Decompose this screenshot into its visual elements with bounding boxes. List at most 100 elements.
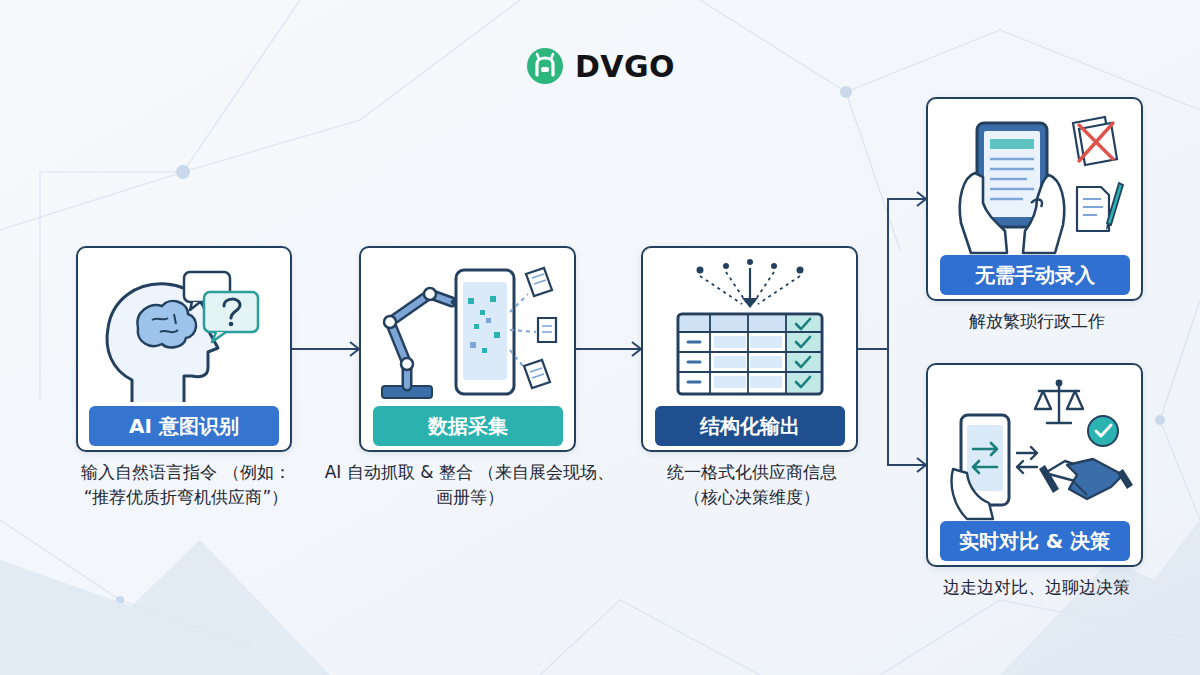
- drawing-circle: [527, 48, 563, 84]
- drawing-g: [688, 342, 700, 382]
- step-label: AI 意图识别: [89, 406, 279, 446]
- drawing-path: [0, 520, 330, 675]
- drawing-path: [1017, 447, 1037, 459]
- drawing-path: [530, 368, 544, 378]
- intent-illustration: [76, 252, 292, 412]
- drawing-rect: [714, 336, 746, 348]
- drawing-path: [0, 0, 300, 230]
- drawing-rect: [456, 270, 514, 394]
- process-card: 边走边对比、边聊边决策实时对比 & 决策: [926, 363, 1143, 567]
- drawing-path: [632, 342, 641, 356]
- label-text: 实时对比 & 决策: [959, 529, 1110, 553]
- drawing-rect: [474, 324, 479, 329]
- drawing-path: [1096, 425, 1111, 436]
- drawing-rect: [786, 316, 820, 392]
- drawing-circle: [771, 263, 777, 269]
- drawing-path: [917, 192, 926, 206]
- drawing-rect: [490, 296, 496, 302]
- process-card: 输入自然语言指令 （例如：“推荐优质折弯机供应商”）AI 意图识别: [76, 246, 292, 452]
- drawing-g: [510, 294, 536, 370]
- drawing-path: [526, 268, 552, 296]
- drawing-path: [742, 298, 758, 308]
- drawing-path: [292, 348, 359, 350]
- drawing-circle: [1055, 380, 1062, 387]
- drawing-path: [224, 299, 240, 318]
- drawing-rect: [494, 332, 500, 338]
- drawing-rect: [482, 348, 487, 353]
- drawing-path: [1079, 123, 1113, 161]
- drawing-path: [532, 274, 546, 284]
- drawing-circle: [747, 259, 753, 265]
- drawing-path: [1017, 461, 1037, 473]
- drawing-path: [510, 294, 528, 312]
- label-text: 数据采集: [428, 414, 508, 438]
- drawing-circle: [176, 165, 190, 179]
- caption-text: 边走边对比、边聊边决策: [887, 575, 1187, 600]
- logo-icon: [525, 46, 565, 86]
- label-text: AI 意图识别: [129, 414, 239, 438]
- drawing-path: [846, 92, 900, 250]
- drawing-rect: [714, 356, 746, 368]
- drawing-g: [990, 159, 1034, 199]
- drawing-path: [726, 272, 746, 302]
- drawing-path: [796, 377, 810, 387]
- drawing-path: [152, 314, 178, 332]
- drawing-path: [973, 461, 997, 473]
- drawing-rect: [750, 376, 782, 388]
- drawing-circle: [1088, 416, 1118, 446]
- flow-arrow: [576, 342, 641, 356]
- drawing-circle: [401, 358, 413, 370]
- drawing-rect: [750, 336, 782, 348]
- label-text: 结构化输出: [700, 414, 800, 438]
- process-card: AI 自动抓取 & 整合 （来自展会现场、画册等）数据采集: [359, 246, 576, 452]
- drawing-path: [1160, 300, 1200, 520]
- drawing-rect: [967, 425, 1003, 491]
- drawing-g: [1073, 481, 1087, 495]
- caption-text: 输入自然语言指令 （例如：“推荐优质折弯机供应商”）: [26, 460, 346, 509]
- caption-text: 解放繁琐行政工作: [887, 309, 1187, 334]
- drawing-path: [1067, 459, 1123, 499]
- label-text: 无需手动录入: [975, 263, 1095, 287]
- drawing-path: [1117, 469, 1133, 489]
- drawing-path: [576, 348, 641, 350]
- drawing-path: [1067, 391, 1083, 409]
- step-label: 结构化输出: [655, 406, 845, 446]
- drawing-path: [183, 0, 520, 172]
- drawing-rect: [990, 139, 1034, 149]
- drawing-path: [796, 357, 810, 367]
- compare-illustration: [927, 369, 1143, 529]
- drawing-path: [390, 294, 452, 386]
- drawing-rect: [204, 292, 258, 332]
- flow-arrow: [292, 342, 359, 356]
- drawing-path: [858, 349, 926, 465]
- drawing-path: [1083, 199, 1103, 215]
- drawing-path: [688, 342, 700, 382]
- drawing-path: [917, 458, 926, 472]
- drawing-path: [538, 318, 556, 342]
- drawing-path: [542, 326, 552, 332]
- drawing-path: [1073, 481, 1087, 495]
- drawing-path: [1023, 175, 1064, 253]
- drawing-g: [678, 314, 822, 394]
- drawing-path: [1077, 187, 1109, 231]
- step-label: 实时对比 & 决策: [940, 521, 1130, 561]
- drawing-path: [700, 276, 742, 304]
- drawing-rect: [541, 67, 549, 72]
- drawing-path: [537, 54, 553, 59]
- caption-text: AI 自动抓取 & 整合 （来自展会现场、画册等）: [320, 460, 620, 509]
- drawing-rect: [480, 310, 485, 315]
- collection-illustration: [360, 252, 576, 412]
- drawing-circle: [229, 322, 234, 327]
- drawing-path: [1107, 183, 1123, 225]
- drawing-path: [796, 337, 810, 347]
- process-card: 解放繁琐行政工作无需手动录入: [926, 97, 1143, 301]
- drawing-g: [530, 274, 552, 378]
- drawing-path: [754, 272, 774, 302]
- drawing-rect: [463, 282, 507, 380]
- drawing-rect: [984, 131, 1040, 217]
- drawing-rect: [750, 356, 782, 368]
- no-entry-illustration: [927, 103, 1143, 263]
- drawing-path: [1079, 123, 1117, 165]
